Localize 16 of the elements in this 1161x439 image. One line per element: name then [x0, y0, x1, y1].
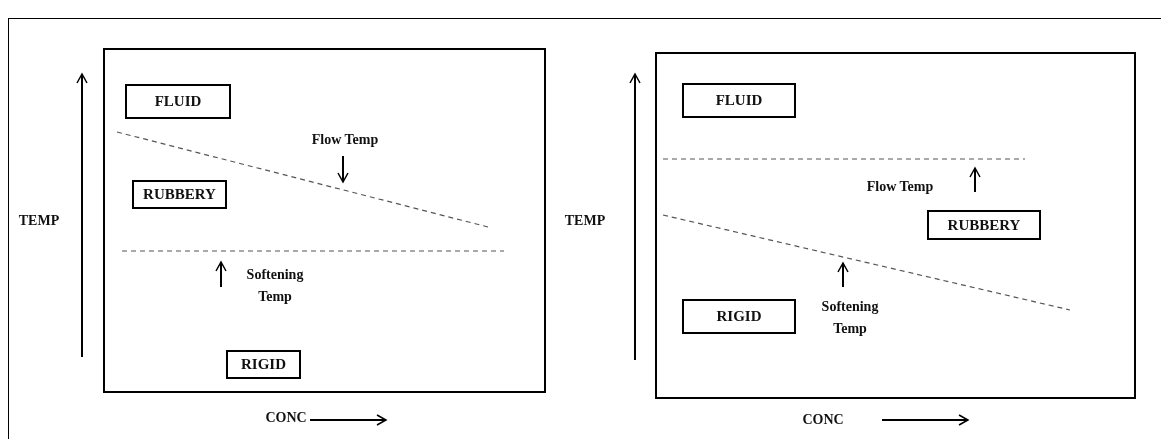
phase-label-box: FLUID [125, 84, 231, 119]
phase-diagram-frame [655, 52, 1136, 399]
boundary-label: Flow Temp [310, 131, 380, 149]
boundary-label: Softening Temp [820, 298, 880, 338]
phase-label-box: FLUID [682, 83, 796, 118]
axis-label: CONC [801, 411, 845, 429]
axis-label: CONC [264, 409, 308, 427]
phase-label-box: RUBBERY [927, 210, 1041, 240]
boundary-label: Flow Temp [865, 178, 935, 196]
phase-diagram-frame [103, 48, 546, 393]
phase-label-box: RUBBERY [132, 180, 227, 209]
axis-label: TEMP [17, 212, 61, 230]
boundary-label: Softening Temp [245, 266, 305, 306]
phase-label-box: RIGID [682, 299, 796, 334]
phase-label-box: RIGID [226, 350, 301, 379]
axis-label: TEMP [563, 212, 607, 230]
